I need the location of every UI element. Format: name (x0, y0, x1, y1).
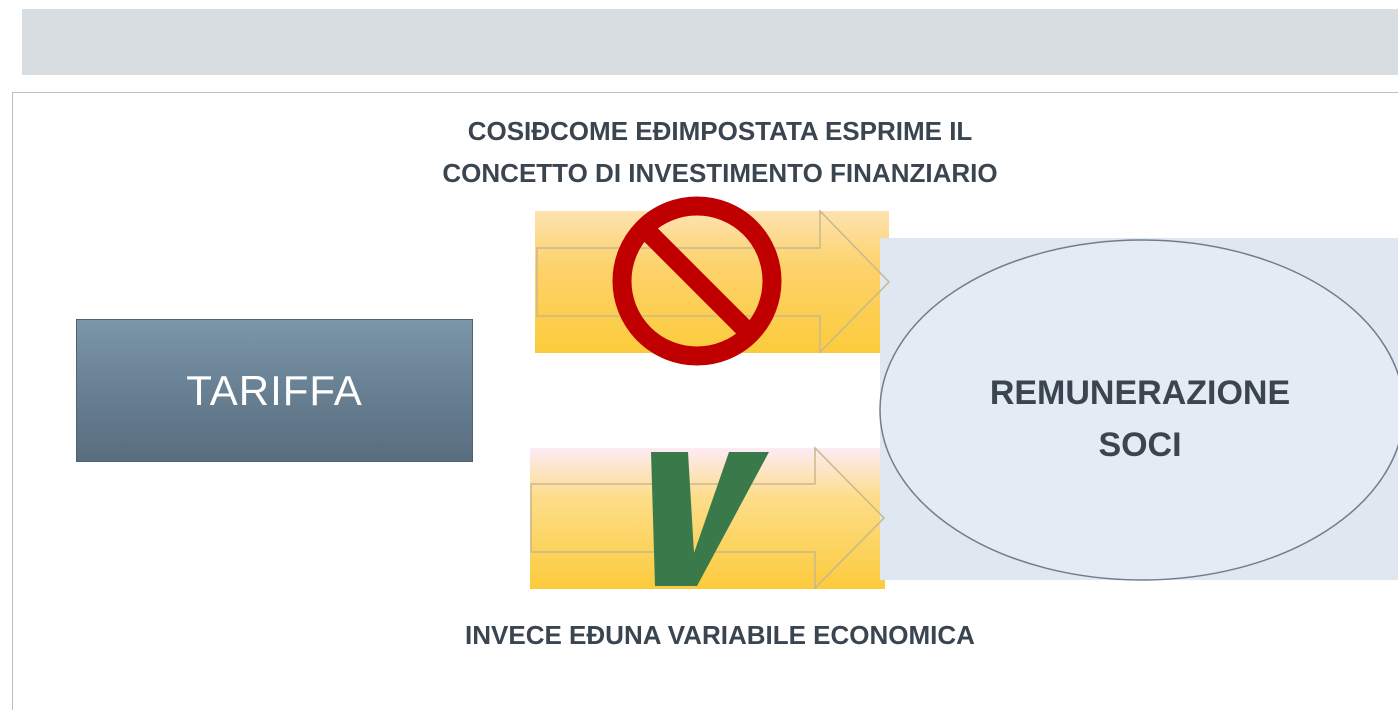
top-arrow-panel (535, 211, 889, 353)
heading-bottom: INVECE EĐUNA VARIABILE ECONOMICA (465, 620, 975, 650)
frame-left-line (12, 92, 13, 710)
check-v-mark (651, 452, 769, 586)
remuneration-line-1: REMUNERAZIONE (989, 374, 1291, 412)
remuneration-line-2: SOCI (1098, 426, 1182, 464)
title-band (22, 9, 1398, 75)
heading-top-line-1: COSIĐCOME EĐIMPOSTATA ESPRIME IL (467, 116, 973, 146)
bottom-arrow-shape (530, 446, 886, 590)
frame-top-line (12, 92, 1398, 93)
remuneration-ellipse (879, 239, 1398, 581)
top-arrow-shape (536, 209, 891, 354)
heading-top-line-2: CONCETTO DI INVESTIMENTO FINANZIARIO (442, 158, 998, 188)
tariffa-label: TARIFFA (186, 366, 363, 414)
heading-top: COSIĐCOME EĐIMPOSTATA ESPRIME IL CONCETT… (250, 110, 1190, 194)
remuneration-label: REMUNERAZIONE SOCI (930, 367, 1350, 471)
tariffa-box: TARIFFA (76, 319, 473, 462)
prohibited-icon (612, 196, 782, 366)
